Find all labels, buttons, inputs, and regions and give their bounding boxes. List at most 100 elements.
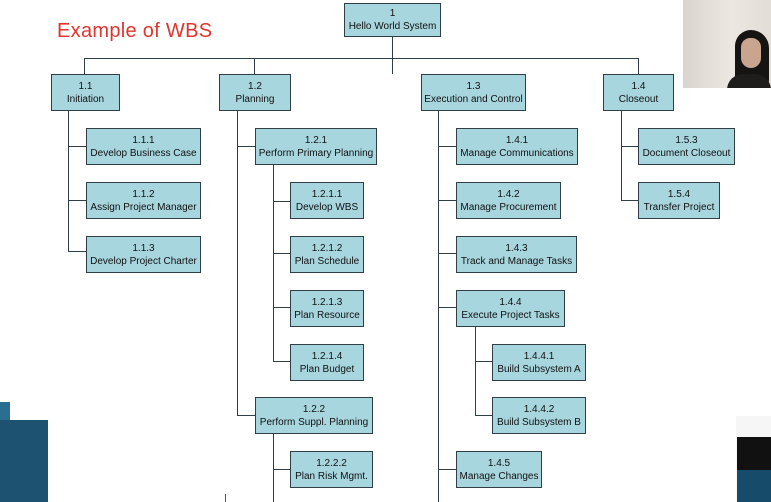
connector: [475, 415, 493, 416]
node-label: Manage Communications: [460, 147, 574, 159]
node-label: Plan Budget: [299, 363, 355, 375]
connector: [237, 146, 256, 147]
connector: [68, 146, 87, 147]
node-label: Manage Procurement: [460, 201, 557, 213]
node-id: 1.2.1.4: [311, 350, 343, 362]
wbs-node-1-2-2-2: 1.2.2.2 Plan Risk Mgmt.: [290, 451, 373, 488]
wbs-node-1-2: 1.2 Planning: [219, 74, 291, 111]
node-id: 1.4: [631, 80, 646, 92]
wbs-node-1-5-4: 1.5.4 Transfer Project: [638, 182, 720, 219]
wbs-node-1-4-4-2: 1.4.4.2 Build Subsystem B: [492, 397, 586, 434]
wbs-node-1-1-3: 1.1.3 Develop Project Charter: [86, 236, 201, 273]
node-id: 1.4.2: [497, 188, 520, 200]
connector: [84, 58, 85, 74]
node-label: Execute Project Tasks: [461, 309, 560, 321]
connector: [621, 146, 639, 147]
wbs-node-1-3: 1.3 Execution and Control: [421, 74, 526, 111]
wbs-node-1-4-4-1: 1.4.4.1 Build Subsystem A: [492, 344, 586, 381]
node-label: Develop Project Charter: [90, 255, 197, 267]
wbs-node-1-2-1-2: 1.2.1.2 Plan Schedule: [290, 236, 364, 273]
connector: [273, 201, 291, 202]
node-id: 1: [389, 8, 396, 19]
connector: [438, 307, 457, 308]
connector: [273, 434, 274, 502]
node-id: 1.2.1.3: [311, 296, 343, 308]
node-label: Build Subsystem A: [497, 363, 581, 375]
node-label: Initiation: [66, 93, 105, 105]
node-label: Plan Resource: [294, 309, 360, 321]
connector: [621, 111, 622, 200]
node-id: 1.5.3: [675, 134, 698, 146]
node-id: 1.2.1.2: [311, 242, 343, 254]
node-id: 1.2.2.2: [316, 457, 347, 469]
wbs-node-1-4-3: 1.4.3 Track and Manage Tasks: [456, 236, 577, 273]
connector: [273, 253, 291, 254]
node-id: 1.4.3: [505, 242, 528, 254]
connector: [68, 200, 87, 201]
node-label: Track and Manage Tasks: [460, 255, 573, 267]
connector: [438, 469, 457, 470]
node-label: Transfer Project: [643, 201, 715, 213]
webcam-video: [683, 0, 771, 88]
connector: [638, 58, 639, 74]
wbs-node-1-4-1: 1.4.1 Manage Communications: [456, 128, 578, 165]
connector: [84, 58, 638, 59]
node-label: Plan Risk Mgmt.: [295, 470, 368, 482]
node-id: 1.1.1: [132, 134, 155, 146]
wbs-node-1-2-1-1: 1.2.1.1 Develop WBS: [290, 182, 364, 219]
slide-title: Example of WBS: [57, 20, 213, 42]
wbs-node-1-2-1: 1.2.1 Perform Primary Planning: [255, 128, 377, 165]
node-id: 1.1.3: [132, 242, 155, 254]
wbs-node-1-4-4: 1.4.4 Execute Project Tasks: [456, 290, 565, 327]
node-id: 1.5.4: [667, 188, 691, 200]
node-id: 1.2.1: [304, 134, 328, 146]
wbs-node-1-1: 1.1 Initiation: [51, 74, 120, 111]
presenter-face: [741, 38, 761, 68]
wbs-node-1-4-5: 1.4.5 Manage Changes: [456, 451, 542, 488]
connector: [68, 111, 69, 251]
node-id: 1.4.5: [487, 457, 511, 469]
node-label: Planning: [235, 93, 275, 105]
wbs-node-1-2-1-4: 1.2.1.4 Plan Budget: [290, 344, 364, 381]
node-label: Closeout: [618, 93, 659, 105]
connector: [273, 361, 291, 362]
connector: [273, 307, 291, 308]
node-label: Execution and Control: [424, 93, 523, 105]
node-id: 1.4.4.2: [523, 403, 555, 415]
connector: [392, 36, 393, 74]
connector: [237, 415, 256, 416]
node-id: 1.2.2: [302, 403, 326, 415]
connector: [225, 494, 226, 502]
connector: [438, 111, 439, 502]
connector: [273, 469, 291, 470]
node-id: 1.1.2: [132, 188, 155, 200]
node-label: Document Closeout: [642, 147, 731, 159]
node-id: 1.2: [248, 80, 262, 92]
node-label: Assign Project Manager: [90, 201, 197, 213]
connector: [621, 200, 639, 201]
connector: [237, 111, 238, 415]
node-label: Build Subsystem B: [497, 416, 581, 428]
node-id: 1.1: [78, 80, 93, 92]
node-label: Develop Business Case: [90, 147, 197, 159]
node-label: Manage Changes: [459, 470, 539, 482]
node-label: Perform Primary Planning: [258, 147, 374, 159]
connector: [254, 58, 255, 74]
wbs-node-1-2-2: 1.2.2 Perform Suppl. Planning: [255, 397, 373, 434]
wbs-node-1-5-3: 1.5.3 Document Closeout: [638, 128, 735, 165]
connector: [475, 326, 476, 415]
node-id: 1.4.4: [499, 296, 522, 308]
node-id: 1.4.1: [505, 134, 529, 146]
connector: [273, 165, 274, 361]
node-label: Perform Suppl. Planning: [259, 416, 369, 428]
connector: [438, 253, 457, 254]
connector: [438, 146, 457, 147]
wbs-node-1-1-1: 1.1.1 Develop Business Case: [86, 128, 201, 165]
node-id: 1.4.4.1: [523, 350, 555, 362]
node-label: Develop WBS: [295, 201, 359, 213]
wbs-node-1-4-2: 1.4.2 Manage Procurement: [456, 182, 561, 219]
connector: [438, 200, 457, 201]
node-id: 1.3: [466, 80, 481, 92]
connector: [68, 251, 87, 252]
